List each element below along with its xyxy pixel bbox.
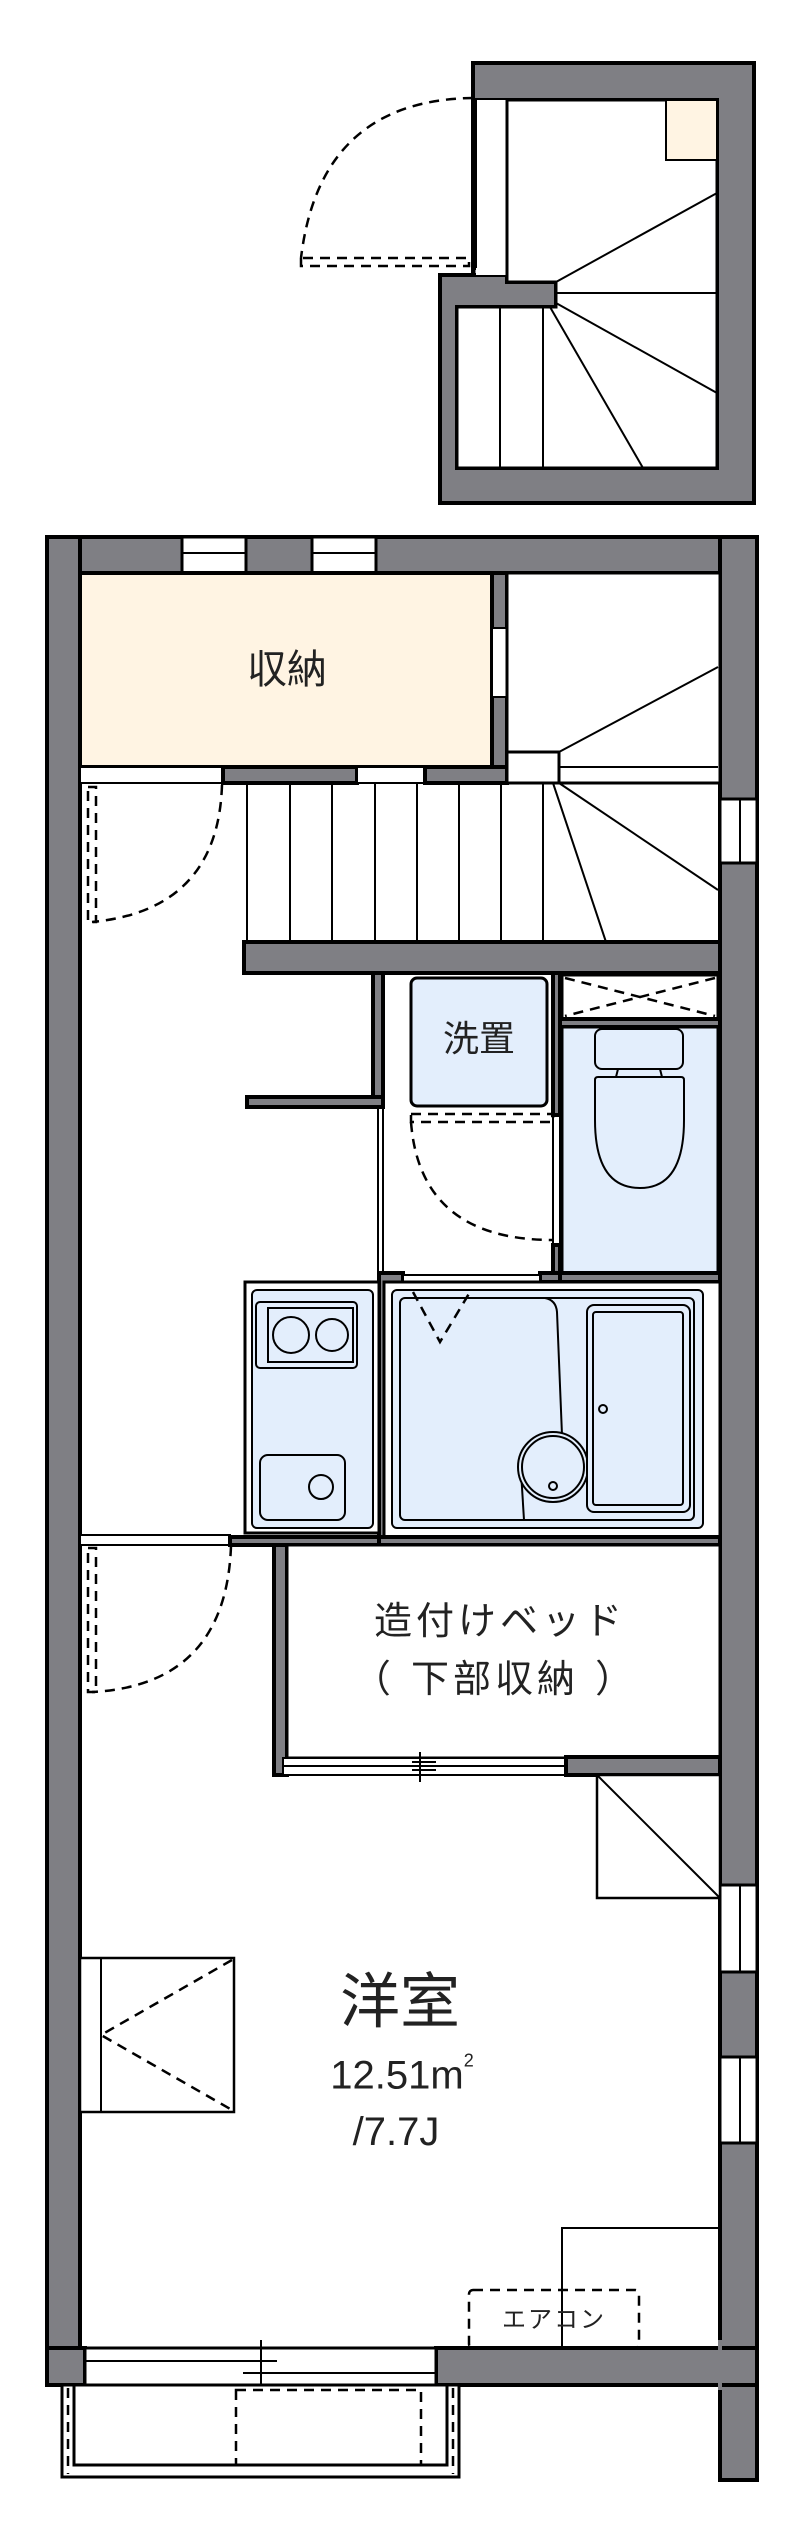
kitchen-sink [259, 1454, 346, 1521]
storage-door[interactable] [86, 784, 224, 924]
western-room-area: 12.51m2 [330, 2050, 474, 2098]
bed-sliding-door[interactable] [282, 1752, 567, 1782]
entrance-door-upper[interactable] [299, 96, 474, 268]
corner-box [595, 1773, 722, 1900]
toilet [594, 1028, 685, 1190]
area-unit: m [430, 2053, 464, 2098]
window-top-1 [180, 535, 248, 575]
western-room [78, 1773, 722, 2350]
pipe-space [560, 973, 720, 1021]
built-in-bed-label: 造付けベッド [373, 1599, 627, 1644]
ac-shelf [561, 2227, 720, 2348]
western-room-jo: /7.7J [352, 2110, 440, 2154]
washroom-door[interactable] [409, 1112, 555, 1242]
washer-space-label: 洗置 [442, 1019, 516, 1061]
storage-label: 収納 [247, 647, 327, 693]
storage-room [78, 571, 509, 785]
main-unit-walls [45, 535, 759, 2482]
built-in-bed [272, 1543, 722, 1782]
area-sup: 2 [463, 2050, 474, 2071]
closet[interactable] [78, 1956, 236, 2114]
kitchen [243, 1280, 381, 1535]
shelf-box [665, 99, 718, 161]
upper-stair-unit [299, 61, 756, 505]
window-right-3 [718, 2055, 759, 2145]
western-room-label: 洋室 [340, 1967, 460, 2038]
air-conditioner-label: エアコン [502, 2305, 606, 2334]
area-value: 12.51 [330, 2053, 431, 2098]
air-conditioner-box [467, 2288, 641, 2350]
stove [255, 1301, 358, 1369]
window-right-2 [718, 1883, 759, 1974]
washroom-area [245, 971, 722, 1284]
window-top-2 [310, 535, 378, 575]
staircase-upper [499, 192, 718, 469]
bathroom-sink [517, 1431, 589, 1503]
bathtub [586, 1304, 691, 1513]
balcony [60, 2383, 461, 2479]
staircase-lower [242, 571, 722, 975]
built-in-bed-sublabel: （ 下部収納 ） [352, 1657, 638, 1702]
outdoor-unit-space [234, 2388, 423, 2467]
window-right-1 [718, 797, 759, 865]
room-door[interactable] [86, 1545, 233, 1694]
washer-space [409, 976, 549, 1108]
bathroom [377, 1271, 722, 1547]
